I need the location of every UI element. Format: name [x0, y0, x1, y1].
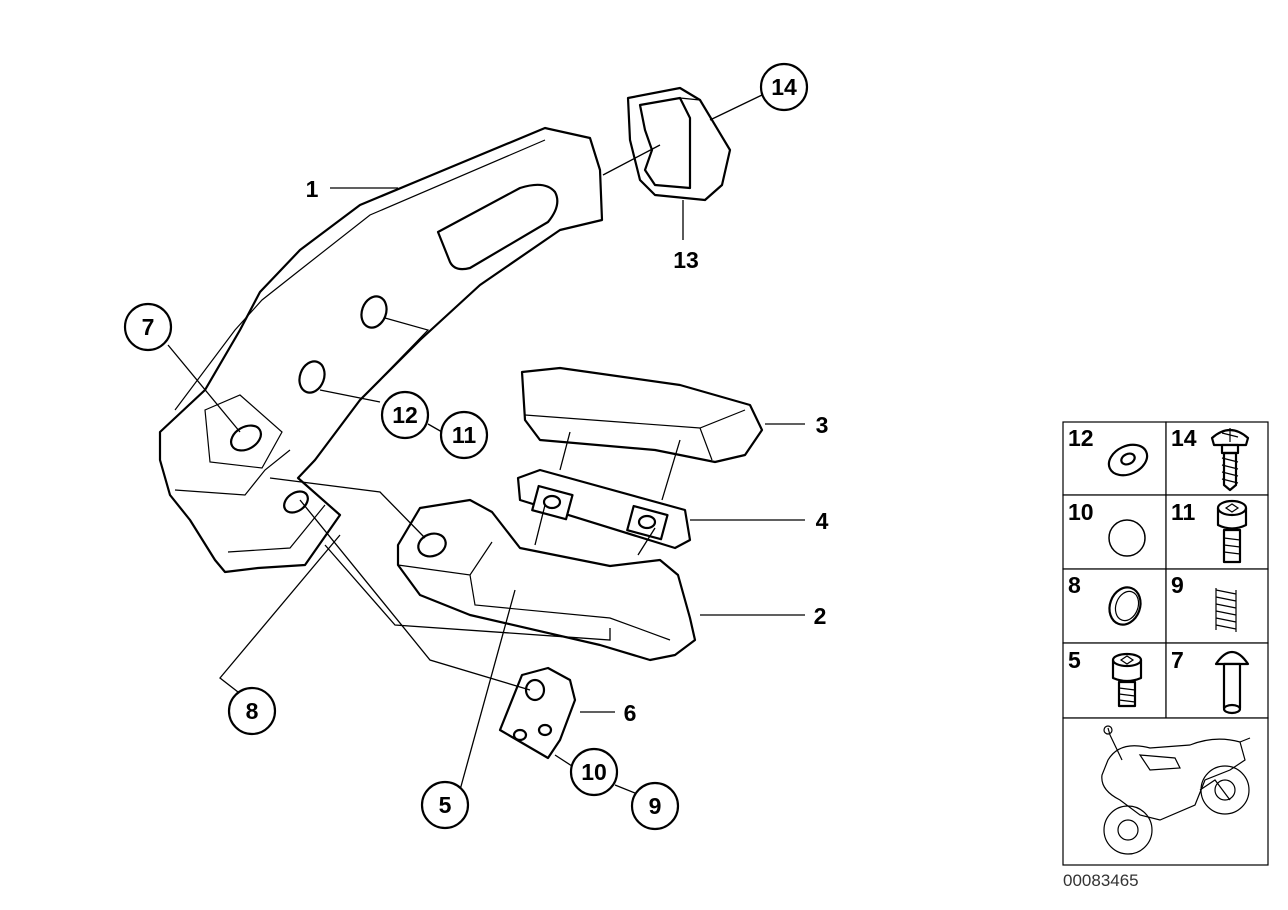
callout-3: 3: [816, 412, 829, 438]
end-cap-part-13: [626, 86, 732, 202]
callout-7: 7: [123, 302, 173, 352]
washer-icon: [1107, 443, 1149, 477]
callout-1: 1: [306, 176, 319, 202]
socket-screw-icon: [1111, 652, 1143, 708]
callout-9-label: 9: [649, 793, 662, 819]
legend-label-10: 10: [1068, 499, 1094, 525]
legend-label-12: 12: [1068, 425, 1094, 451]
motorcycle-icon: [1101, 725, 1251, 855]
plug-cap-icon: [1108, 519, 1146, 557]
clip-ring-icon: [1108, 586, 1142, 626]
legend-label-7: 7: [1171, 647, 1184, 673]
callout-11: 11: [439, 410, 489, 460]
phillips-screw-icon: [1210, 428, 1250, 492]
legend-label-8: 8: [1068, 572, 1081, 598]
callout-8-label: 8: [246, 698, 259, 724]
callout-6-label: 6: [624, 700, 637, 726]
callout-6: 6: [624, 700, 637, 726]
callout-12: 12: [380, 390, 430, 440]
legend-label-11: 11: [1171, 499, 1196, 525]
callout-5-label: 5: [439, 792, 452, 818]
legend-grid: 12 14 10 11 8 9 5 7: [1062, 421, 1269, 866]
callout-10-label: 10: [581, 759, 607, 785]
callout-11-label: 11: [452, 422, 477, 448]
callout-13-label: 13: [673, 247, 699, 273]
callout-7-label: 7: [142, 314, 155, 340]
callout-5: 5: [420, 780, 470, 830]
callout-8: 8: [227, 686, 277, 736]
hex-socket-bolt-icon: [1216, 499, 1248, 564]
callout-4: 4: [816, 508, 829, 534]
callout-13: 13: [673, 247, 699, 273]
callout-10: 10: [569, 747, 619, 797]
callout-2-label: 2: [814, 603, 827, 629]
spring-icon: [1215, 588, 1237, 632]
legend-label-14: 14: [1171, 425, 1197, 451]
callout-12-label: 12: [392, 402, 418, 428]
bracket-part-1: [158, 126, 604, 574]
plate-part-4: [516, 468, 692, 550]
pin-icon: [1214, 650, 1250, 715]
legend-label-5: 5: [1068, 647, 1081, 673]
lower-bracket-part-2: [396, 498, 697, 662]
small-plate-part-6: [498, 666, 577, 760]
leader-lines: [167, 94, 805, 796]
callout-2: 2: [814, 603, 827, 629]
document-number: 00083465: [1063, 871, 1139, 890]
rubber-pad-part-3: [520, 366, 764, 464]
callout-1-label: 1: [306, 176, 319, 202]
callout-9: 9: [630, 781, 680, 831]
callout-3-label: 3: [816, 412, 829, 438]
callout-14: 14: [759, 62, 809, 112]
callout-4-label: 4: [816, 508, 829, 534]
callout-14-label: 14: [771, 74, 797, 100]
legend-label-9: 9: [1171, 572, 1184, 598]
